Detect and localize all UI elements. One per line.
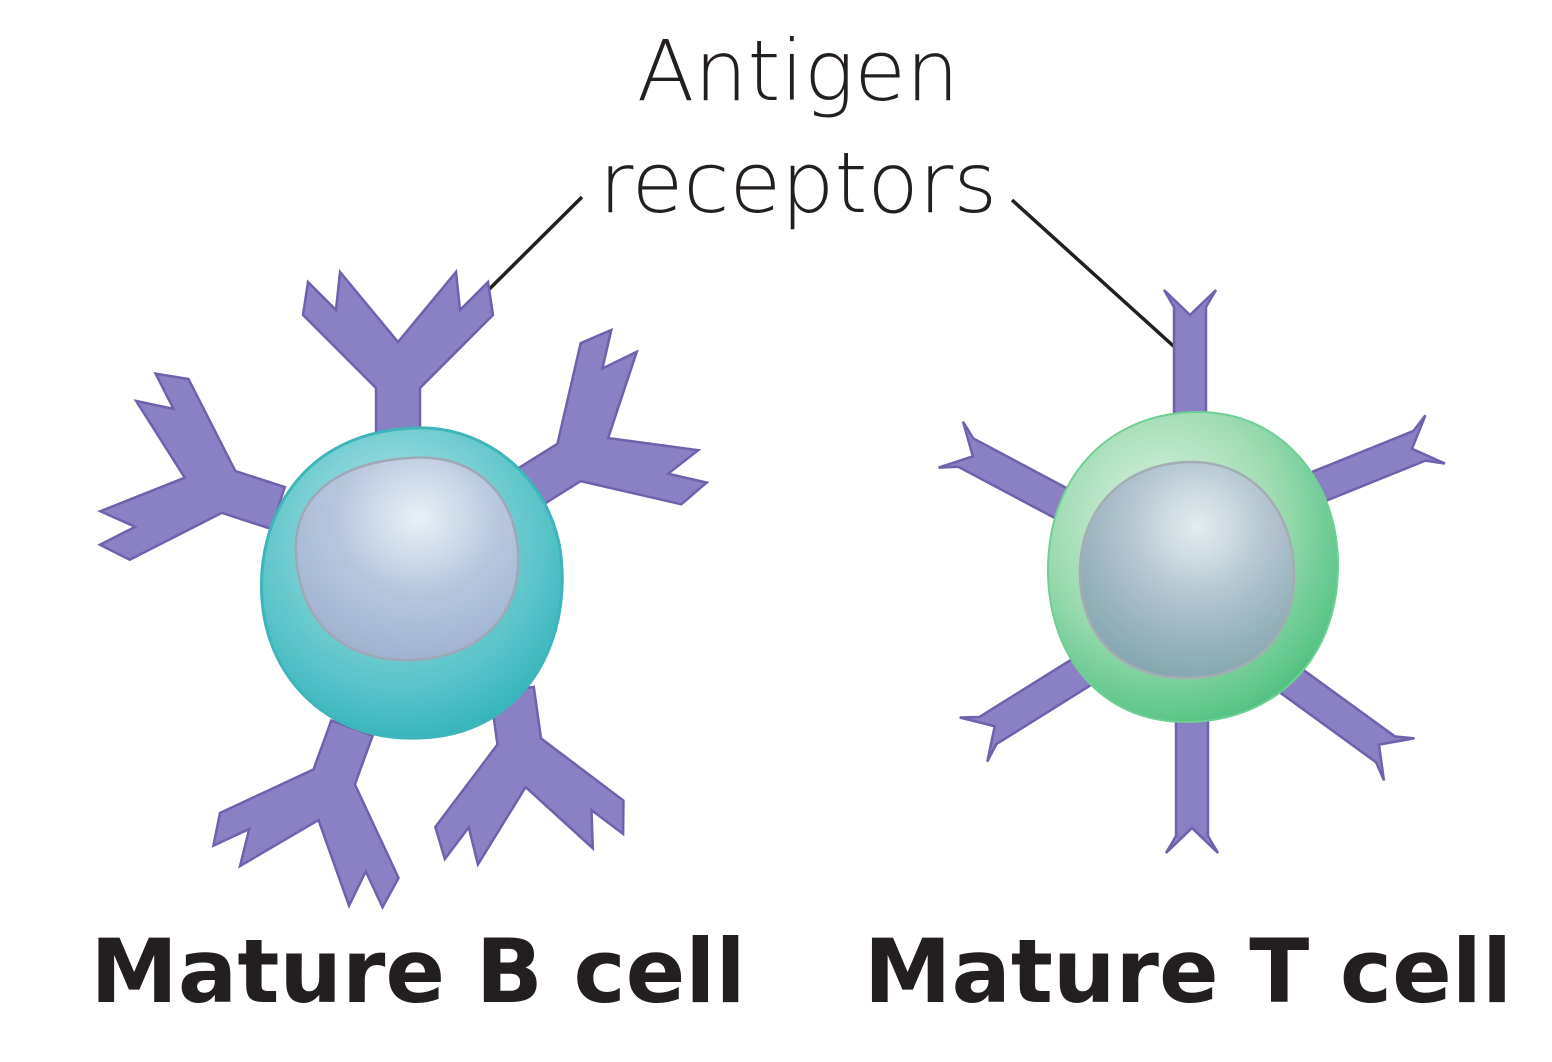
t-cell-nucleus bbox=[1078, 460, 1296, 680]
b-cell bbox=[87, 270, 720, 920]
leader-line-t-cell bbox=[1010, 198, 1182, 354]
t-cell-label: Mature T cell bbox=[864, 920, 1512, 1023]
t-cell bbox=[937, 288, 1447, 855]
b-receptor-top bbox=[301, 270, 495, 442]
t-receptor-bottom bbox=[1164, 716, 1220, 855]
t-receptor-top bbox=[1162, 288, 1218, 427]
antigen-receptors-label-line2: receptors bbox=[599, 134, 997, 232]
b-cell-nucleus bbox=[294, 456, 520, 662]
b-cell-label: Mature B cell bbox=[90, 920, 745, 1023]
antigen-receptors-label-line1: Antigen bbox=[637, 22, 959, 120]
